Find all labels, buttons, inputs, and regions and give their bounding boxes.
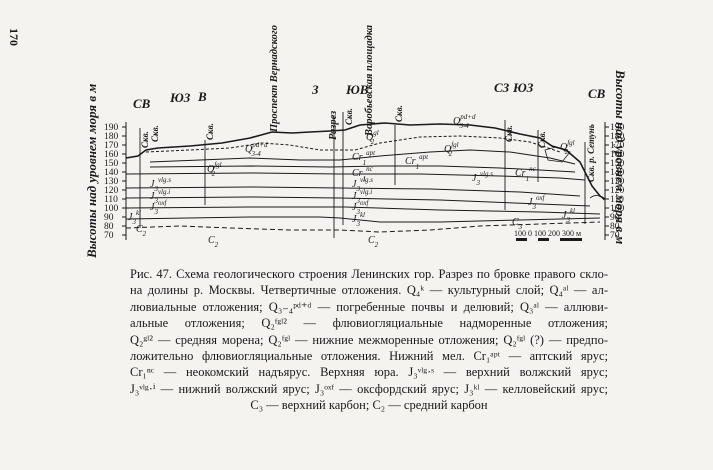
unit-c3: C3 [512, 217, 523, 231]
jurassic-vlgi-base [125, 196, 591, 207]
right-tick: 80 [610, 222, 620, 232]
unit-j-vlgs: J3vlg.s [472, 170, 493, 187]
unit-j-vlgs: J3vlg.s [150, 176, 171, 193]
label-v-left: В [197, 89, 207, 104]
scale-label: 100 0 100 200 300 м [514, 229, 581, 238]
caption-line: C₃ — верхний карбон; C₂ — средний карбон [250, 398, 488, 413]
left-tick: 120 [104, 186, 119, 196]
label-borehole: Скв. [150, 125, 160, 142]
left-tick: 130 [104, 177, 119, 187]
left-axis-ticks: 190 180 170 160 150 140 130 120 110 100 … [104, 123, 119, 241]
caption-line: J₃ᵛˡᵍ·ⁱ — нижний волжский ярус; J₃ᵒˣᶠ — … [130, 381, 608, 396]
right-tick: 120 [610, 186, 625, 196]
label-borehole: Скв. [394, 105, 404, 122]
label-borehole: Скв. [205, 123, 215, 140]
right-tick: 100 [610, 204, 625, 214]
left-tick: 140 [104, 168, 119, 178]
unit-cr-nc: Cr1nc [515, 165, 537, 183]
buried-soil-line [145, 135, 561, 153]
right-tick: 70 [610, 231, 620, 241]
left-tick: 180 [104, 132, 119, 142]
label-z: З [311, 82, 319, 97]
label-yuz-left: ЮЗ [169, 90, 191, 105]
label-yuv: ЮВ [345, 82, 369, 97]
label-sv-right: СВ [588, 86, 606, 101]
left-tick: 90 [104, 213, 114, 223]
label-borehole: Скв. [537, 131, 547, 148]
right-tick: 170 [610, 141, 625, 151]
caption-line: Рис. 47. Схема геологического строения Л… [130, 267, 608, 281]
right-tick: 110 [610, 195, 624, 205]
caption-line: альные отложения; Q₂ᶠᵍˡ² — флювиогляциал… [130, 316, 608, 331]
left-tick: 160 [104, 150, 119, 160]
unit-j-vlgi: J3vlg.i [150, 188, 170, 205]
unit-j-kl: J3kl [562, 207, 575, 224]
unit-c2: C2 [368, 235, 379, 249]
label-sv-left: СВ [133, 96, 151, 111]
label-prospekt: Проспект Вернадского [269, 25, 280, 133]
caption-line: ложительно флювиогляциальные отложения. … [130, 349, 608, 364]
carboniferous-boundary [125, 221, 601, 233]
label-borehole: Скв. [140, 131, 150, 148]
unit-j-oxf: J3oxf [528, 194, 546, 211]
unit-j-oxf: J3oxf [150, 199, 168, 216]
right-tick: 180 [610, 132, 625, 142]
unit-j-vlgs: J3vlg.s [352, 176, 373, 193]
figure-caption: Рис. 47. Схема геологического строения Л… [130, 266, 608, 414]
jurassic-vlgs-base [125, 186, 581, 197]
unit-cr-apt: Cr1apt [352, 149, 376, 167]
unit-cr-nc: Cr1nc [352, 165, 374, 183]
right-tick: 150 [610, 159, 625, 169]
label-borehole-setun: Скв. р. Сетунь [586, 124, 596, 182]
right-axis-ticks: 190 180 170 160 150 140 130 120 110 100 … [610, 123, 625, 241]
cretaceous-apt-top [149, 149, 576, 165]
jurassic-kl-base [125, 216, 601, 223]
right-tick: 90 [610, 213, 620, 223]
label-razrez: Разрез [328, 111, 339, 140]
left-tick: 70 [104, 231, 114, 241]
caption-line: Cr₁ⁿᶜ — неокомский надъярус. Верхняя юра… [130, 365, 608, 380]
unit-cr-apt: Cr1apt [405, 153, 429, 171]
right-tick: 190 [610, 123, 625, 133]
label-sz: СЗ [494, 80, 510, 95]
unit-j-vlgi: J3vlg.i [352, 188, 372, 205]
geological-section-figure: 190 180 170 160 150 140 130 120 110 100 … [104, 25, 625, 249]
unit-c2: C2 [136, 224, 147, 238]
jurassic-vlgs-top [125, 172, 586, 181]
left-tick: 100 [104, 204, 119, 214]
cretaceous-nc-top [149, 165, 576, 173]
unit-j-oxf: J3oxf [352, 199, 370, 216]
right-tick: 160 [610, 150, 625, 160]
label-borehole: Скв. [504, 125, 514, 142]
left-tick: 150 [104, 159, 119, 169]
unit-j-kl: J3kl [128, 209, 141, 226]
label-vorobevskaya: Воробьевская площадка [364, 25, 375, 137]
left-tick: 110 [104, 195, 118, 205]
unit-j-kl: J3kl [352, 211, 365, 228]
right-tick: 130 [610, 177, 625, 187]
label-yuz-right: ЮЗ [512, 80, 534, 95]
right-tick: 140 [610, 168, 625, 178]
caption-line: на долины р. Москвы. Четвертичные отложе… [130, 283, 608, 298]
caption-line: Q₂ᵍˡ² — средняя морена; Q₂ᶠᵍˡ — нижние м… [130, 332, 608, 347]
label-borehole: Скв. [344, 108, 354, 125]
page-number: 170 [7, 28, 21, 46]
caption-line: лювиальные отложения; Q₃₋₄ᵖᵈ⁺ᵈ — погребе… [130, 299, 608, 314]
left-tick: 170 [104, 141, 119, 151]
left-tick: 80 [104, 222, 114, 232]
scale-bar: 100 0 100 200 300 м [514, 229, 582, 241]
boreholes [139, 112, 586, 238]
left-tick: 190 [104, 123, 119, 133]
unit-c2: C2 [208, 235, 219, 249]
jurassic-oxf-base [125, 206, 601, 215]
axis-ticks [122, 126, 609, 236]
